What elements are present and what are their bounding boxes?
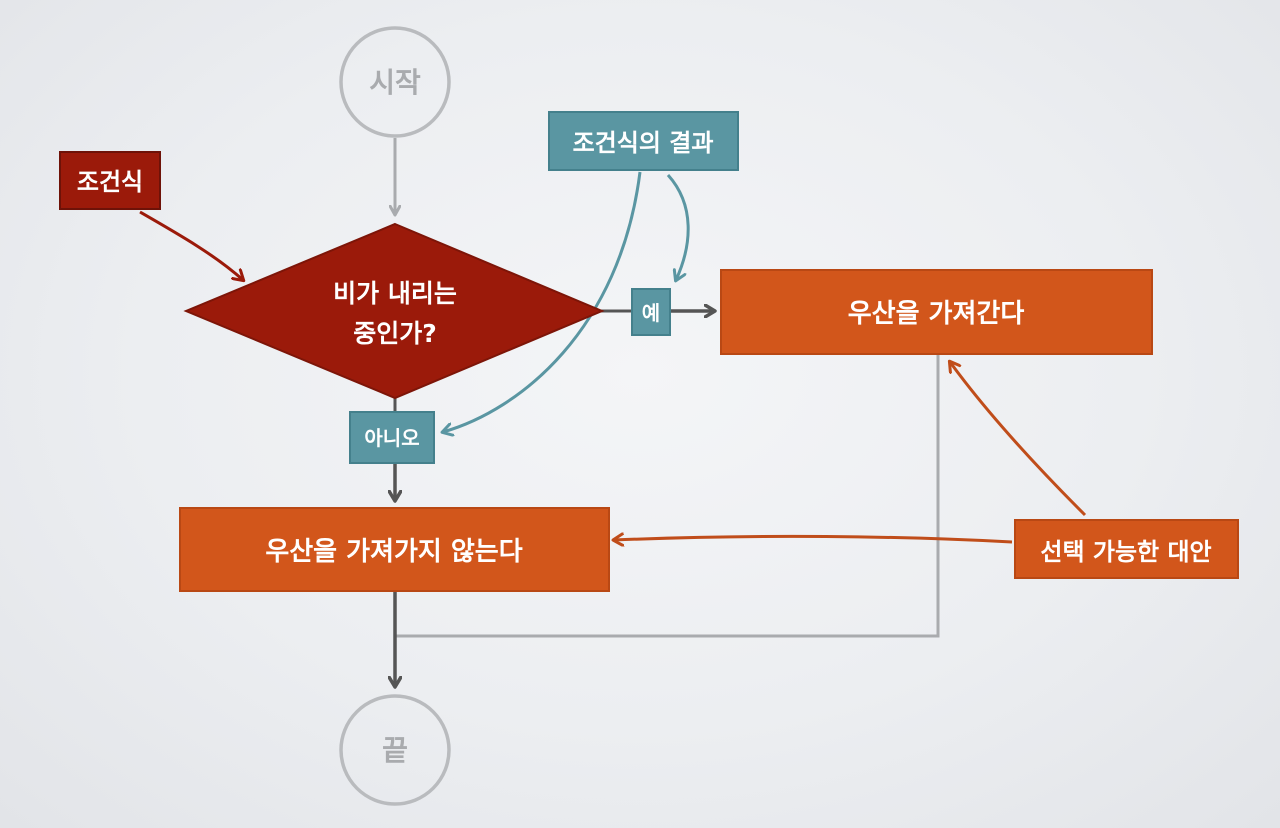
alternatives-to-yes-annotation-arrow <box>950 362 1087 517</box>
result-label: 조건식의 결과 <box>573 129 714 157</box>
start-label: 시작 <box>369 66 421 99</box>
start-node: 시작 <box>339 26 451 138</box>
decision-node: 비가 내리는 중인가? <box>183 222 605 400</box>
yes-badge: 예 <box>631 288 671 336</box>
yes-action-to-merge-line <box>395 355 940 638</box>
no-action-label: 우산을 가져가지 않는다 <box>265 537 522 567</box>
decision-text-line2: 중인가? <box>353 319 437 348</box>
yes-action-label: 우산을 가져간다 <box>848 299 1025 329</box>
result-to-no-annotation-arrow <box>443 171 642 432</box>
condition-annotation: 조건식 <box>59 151 161 210</box>
condition-label: 조건식 <box>77 168 143 196</box>
no-action-node: 우산을 가져가지 않는다 <box>179 507 610 592</box>
yes-action-node: 우산을 가져간다 <box>720 269 1153 355</box>
result-annotation: 조건식의 결과 <box>548 111 739 171</box>
decision-text-line1: 비가 내리는 <box>333 279 457 308</box>
yes-label: 예 <box>642 301 660 325</box>
end-node: 끝 <box>339 694 451 806</box>
no-label: 아니오 <box>364 426 419 450</box>
no-badge: 아니오 <box>349 411 435 464</box>
end-label: 끝 <box>382 734 408 767</box>
result-to-yes-annotation-arrow <box>666 173 690 280</box>
alternatives-to-no-annotation-arrow <box>614 536 1013 542</box>
condition-annotation-arrow <box>139 210 243 280</box>
alternatives-label: 선택 가능한 대안 <box>1040 538 1211 566</box>
alternatives-annotation: 선택 가능한 대안 <box>1014 519 1239 579</box>
